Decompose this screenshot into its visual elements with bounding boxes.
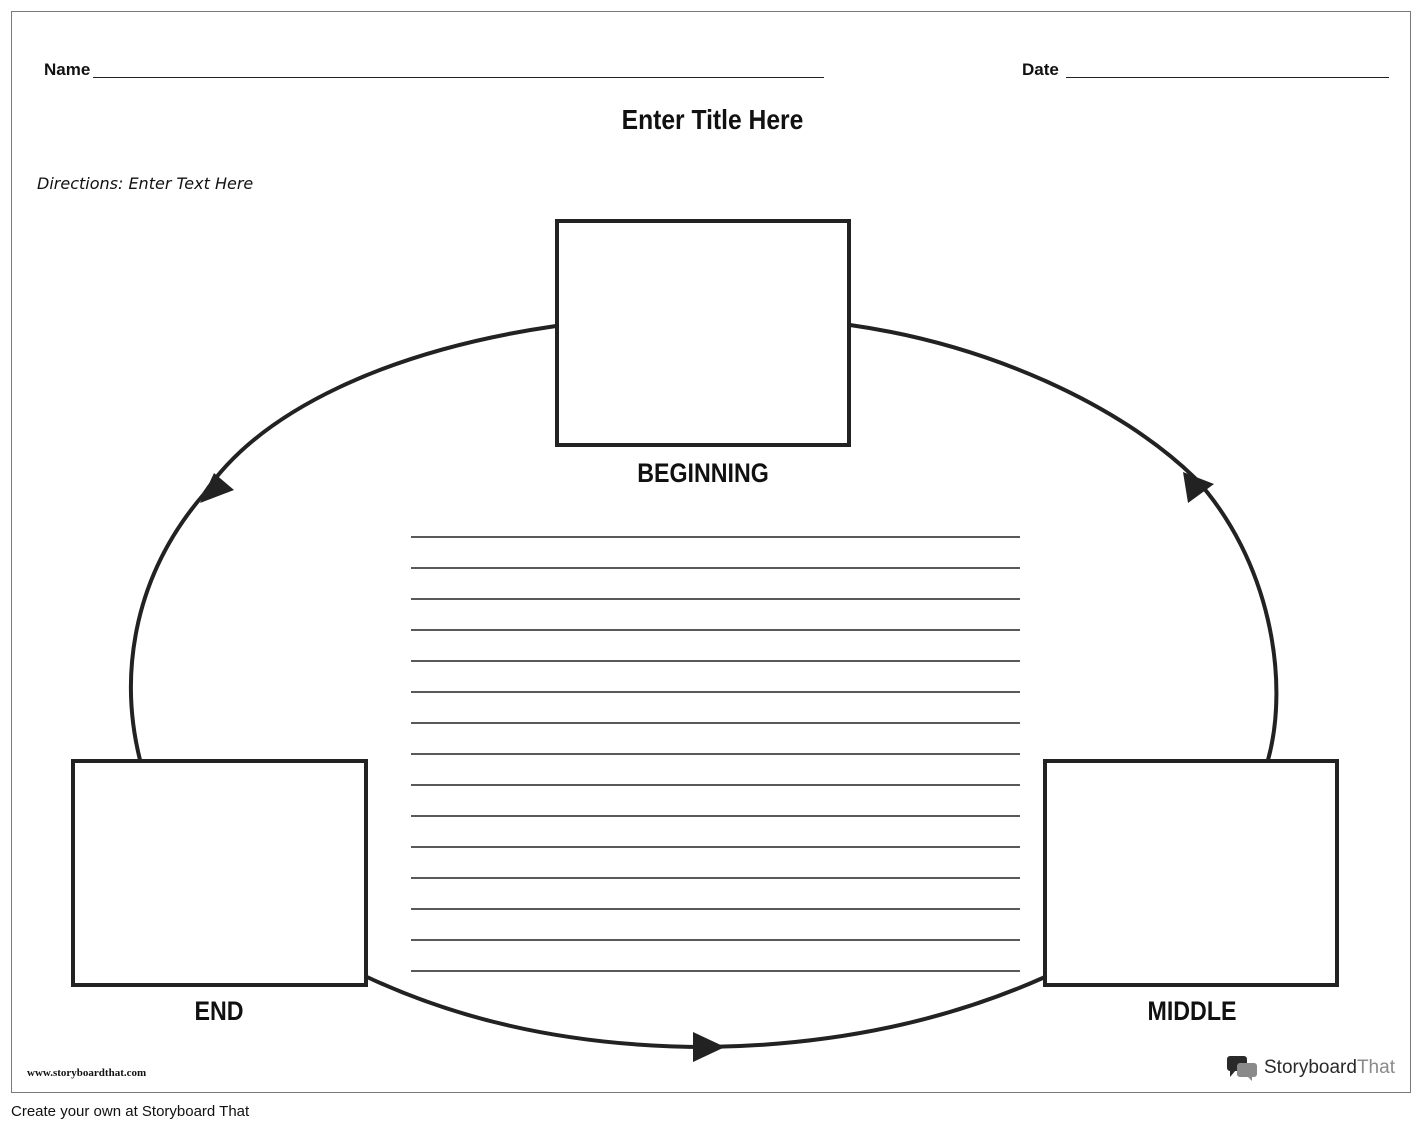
arc-end-to-middle-left [366, 975, 709, 1049]
arc-middle-to-beginning-top [849, 323, 1197, 480]
name-line[interactable] [93, 77, 824, 78]
label-end[interactable]: END [194, 996, 244, 1026]
arrowhead-right-icon [1183, 472, 1214, 503]
writing-lines [411, 536, 1020, 972]
arc-end-to-middle-right [707, 975, 1046, 1049]
label-middle[interactable]: MIDDLE [1147, 996, 1237, 1026]
brand-logo[interactable]: StoryboardThat [1226, 1054, 1395, 1082]
arc-beginning-to-end-top [202, 324, 557, 496]
page-title[interactable]: Enter Title Here [621, 104, 804, 135]
arrowhead-bottom-icon [693, 1032, 725, 1062]
brand-name: StoryboardThat [1264, 1057, 1395, 1078]
date-line[interactable] [1066, 77, 1389, 78]
arc-middle-to-beginning-bottom [1193, 476, 1279, 761]
box-middle [1043, 759, 1339, 987]
name-label: Name [44, 60, 91, 79]
arrowhead-left-icon [200, 473, 234, 503]
label-beginning[interactable]: BEGINNING [637, 458, 769, 488]
speech-bubbles-icon [1227, 1056, 1257, 1081]
box-end [71, 759, 368, 987]
box-beginning [555, 219, 851, 447]
date-label: Date [1022, 60, 1059, 79]
caption-text[interactable]: Create your own at Storyboard That [11, 1103, 250, 1120]
directions-text[interactable]: Directions: Enter Text Here [37, 174, 254, 193]
arc-beginning-to-end-bottom [129, 492, 206, 761]
footer-url[interactable]: www.storyboardthat.com [27, 1067, 147, 1079]
